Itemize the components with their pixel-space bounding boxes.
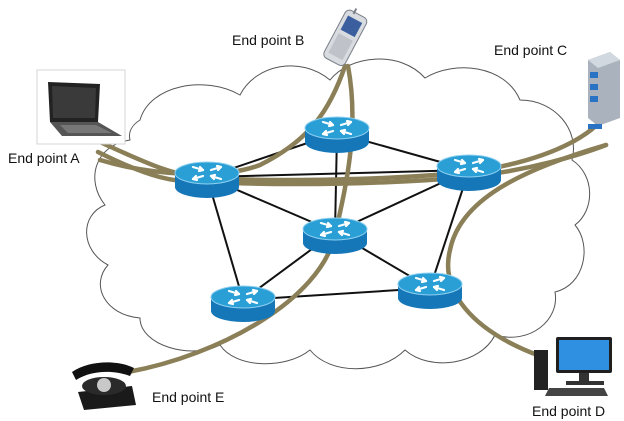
router-node	[303, 115, 371, 155]
mobile-phone-icon	[323, 8, 368, 67]
endpoint-e-label: End point E	[152, 389, 224, 405]
router-node	[209, 284, 277, 324]
router-node: router-icon	[173, 160, 241, 200]
rotary-telephone-icon	[72, 362, 136, 410]
router-node	[435, 153, 503, 193]
server-icon	[588, 52, 620, 129]
endpoint-d-label: End point D	[532, 403, 605, 419]
router-node	[396, 271, 464, 311]
desktop-computer-icon	[534, 337, 612, 396]
router-node	[301, 216, 369, 256]
endpoint-c-label: End point C	[494, 42, 567, 58]
endpoint-b-label: End point B	[232, 32, 304, 48]
endpoint-a-label: End point A	[8, 150, 80, 166]
laptop-icon	[36, 69, 126, 145]
